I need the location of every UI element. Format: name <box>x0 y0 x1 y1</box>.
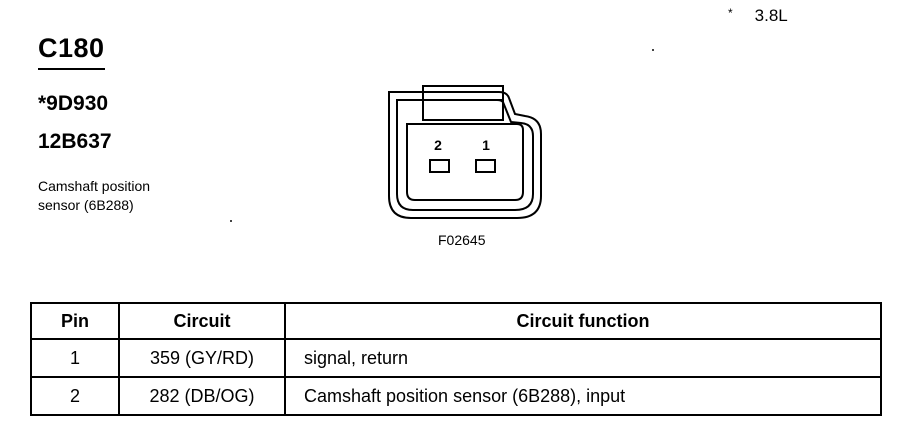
connector-description: Camshaft position sensor (6B288) <box>38 177 150 215</box>
cell-circuit: 282 (DB/OG) <box>118 376 286 416</box>
pin-terminal-2 <box>429 159 450 173</box>
part-number-2: 12B637 <box>38 130 112 153</box>
header-pin: Pin <box>30 302 120 340</box>
header-circuit-function: Circuit function <box>284 302 882 340</box>
table-header-row: Pin Circuit Circuit function <box>30 302 882 340</box>
print-speck <box>652 49 654 51</box>
description-line-1: Camshaft position <box>38 178 151 194</box>
cell-pin: 1 <box>30 338 120 378</box>
figure-code: F02645 <box>438 232 486 248</box>
pin-terminal-1 <box>475 159 496 173</box>
pinout-table: Pin Circuit Circuit function 1 359 (GY/R… <box>30 302 882 416</box>
connector-outer-shell <box>388 91 542 219</box>
engine-note-marker: * <box>728 6 733 20</box>
connector-cavity <box>406 123 524 201</box>
print-speck <box>230 220 232 222</box>
connector-face-diagram: 2 1 <box>388 85 542 219</box>
cell-pin: 2 <box>30 376 120 416</box>
connector-inner-shell <box>396 99 534 211</box>
connector-id: C180 <box>38 32 105 70</box>
header-circuit: Circuit <box>118 302 286 340</box>
engine-note-text: 3.8L <box>754 6 788 25</box>
engine-note: * 3.8L <box>728 6 788 26</box>
cell-function: signal, return <box>284 338 882 378</box>
table-row: 2 282 (DB/OG) Camshaft position sensor (… <box>30 376 882 416</box>
part-number-1: *9D930 <box>38 92 109 115</box>
connector-latch <box>422 85 504 121</box>
pin-label-1: 1 <box>482 137 490 153</box>
cell-function: Camshaft position sensor (6B288), input <box>284 376 882 416</box>
cell-circuit: 359 (GY/RD) <box>118 338 286 378</box>
pin-label-2: 2 <box>434 137 442 153</box>
description-line-2: sensor (6B288) <box>38 197 134 213</box>
table-row: 1 359 (GY/RD) signal, return <box>30 338 882 378</box>
